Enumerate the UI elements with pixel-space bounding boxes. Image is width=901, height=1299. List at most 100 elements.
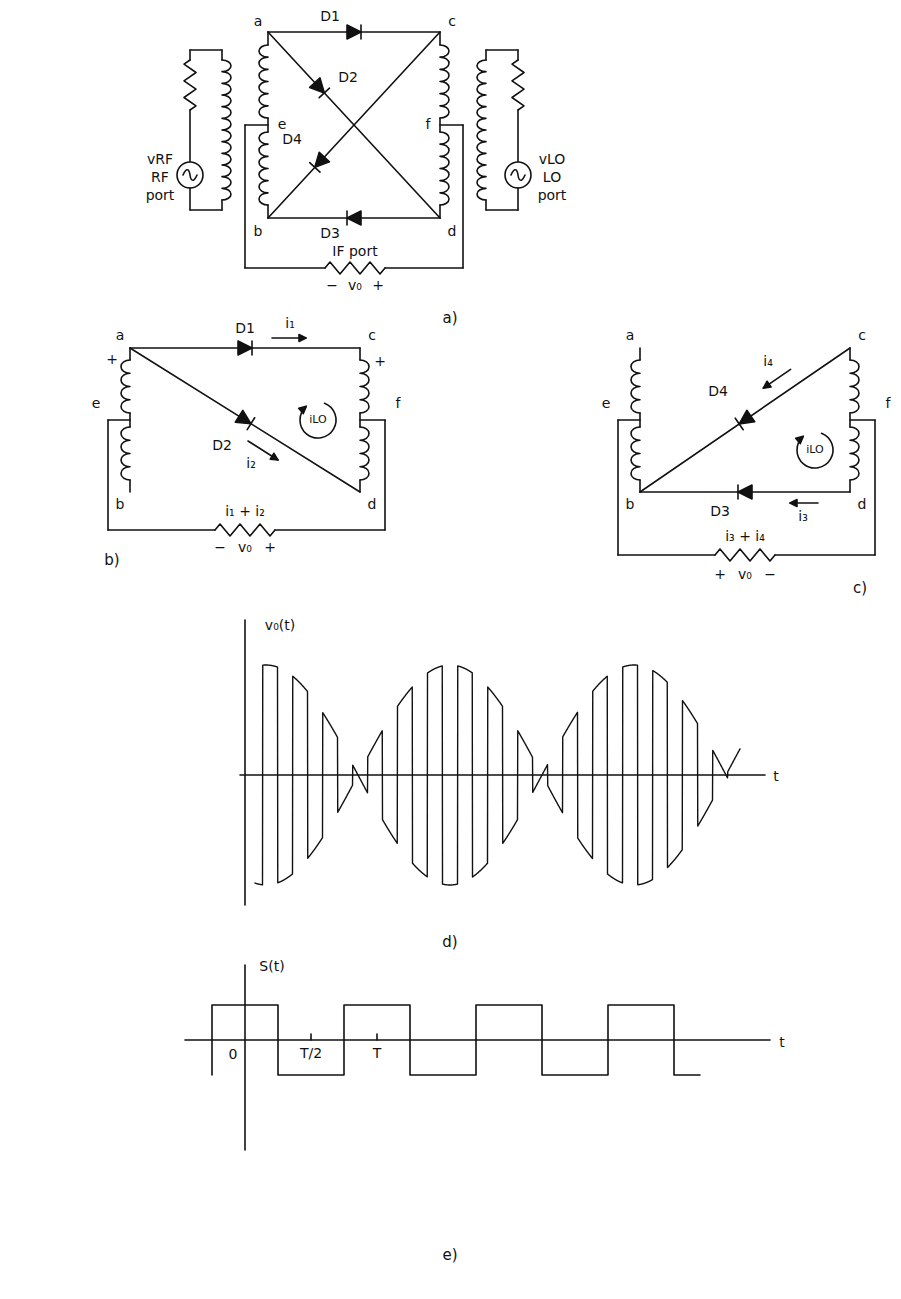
- wire: [190, 209, 222, 211]
- transformer-coil: [850, 427, 859, 480]
- transformer-coil: [440, 132, 449, 205]
- resistor-symbol: [215, 524, 275, 536]
- node-letter: f: [426, 117, 431, 132]
- ac-source-symbol: [177, 162, 203, 188]
- loop-arrowhead: [299, 406, 307, 413]
- node-letter: d: [448, 224, 457, 239]
- wire: [267, 205, 269, 218]
- wire: [849, 480, 851, 492]
- current-arrowhead: [763, 381, 771, 388]
- transformer-coil: [440, 45, 449, 118]
- diode-bar: [360, 25, 362, 39]
- wire: [275, 529, 385, 531]
- wire: [485, 50, 487, 60]
- wire: [617, 420, 619, 555]
- signal-name: v₀: [348, 278, 362, 293]
- diode-bar: [346, 211, 348, 225]
- diode-bar: [735, 418, 743, 430]
- polarity-sign: −: [214, 540, 226, 555]
- diode-bar: [247, 418, 254, 430]
- wire: [486, 49, 518, 51]
- port-label: port: [146, 188, 175, 203]
- polarity-sign: −: [764, 567, 776, 582]
- transformer-coil: [360, 427, 369, 480]
- wire: [639, 348, 641, 360]
- wire: [359, 480, 361, 492]
- node-letter: e: [92, 396, 101, 411]
- resistor-symbol: [715, 549, 775, 561]
- polarity-sign: −: [326, 278, 338, 293]
- wire: [268, 32, 440, 218]
- node-letter: f: [396, 396, 401, 411]
- transformer-coil: [121, 427, 130, 480]
- axis-line: [244, 620, 246, 905]
- diode-bar: [251, 341, 253, 355]
- node-letter: c: [858, 328, 866, 343]
- wire: [462, 125, 464, 268]
- wire: [485, 200, 487, 210]
- current-label: iLO: [309, 414, 326, 426]
- signal-name: vRF: [147, 152, 173, 167]
- wire: [385, 267, 463, 269]
- wire: [221, 50, 223, 60]
- wire: [130, 348, 360, 492]
- tick-label: 0: [229, 1047, 238, 1062]
- polarity-sign: +: [264, 540, 276, 555]
- node-letter: a: [254, 14, 263, 29]
- transformer-coil: [259, 45, 268, 118]
- wire: [221, 200, 223, 210]
- panel-label: a): [442, 310, 457, 327]
- diode-label: D4: [282, 132, 302, 147]
- tick-label: T: [373, 1046, 382, 1061]
- diode-symbol: [347, 211, 361, 225]
- wire: [850, 419, 875, 421]
- current-arrowhead: [790, 500, 797, 507]
- wire: [108, 529, 215, 531]
- diode-symbol: [315, 152, 330, 167]
- axis-label: t: [773, 769, 779, 784]
- wire: [517, 110, 519, 162]
- ac-source-wave: [511, 170, 525, 181]
- ac-source-symbol: [505, 162, 531, 188]
- wire: [618, 554, 715, 556]
- panel-label: e): [442, 1247, 457, 1264]
- diode-label: D1: [320, 9, 340, 24]
- transformer-coil: [631, 427, 640, 480]
- current-label: i₁ + i₂: [225, 504, 265, 519]
- node-letter: b: [116, 497, 125, 512]
- wire: [189, 50, 191, 60]
- wire: [244, 125, 246, 268]
- diode-label: D4: [708, 384, 728, 399]
- signal-name: v₀: [238, 540, 252, 555]
- diode-symbol: [235, 410, 251, 423]
- port-label: port: [538, 188, 567, 203]
- diode-bar: [310, 163, 320, 173]
- diode-symbol: [310, 78, 325, 93]
- diode-bar: [319, 88, 329, 98]
- current-label: i₂: [246, 456, 256, 471]
- wire: [267, 32, 269, 45]
- drawing: [108, 25, 875, 1150]
- wire: [640, 348, 850, 492]
- current-arrow: [763, 369, 790, 388]
- wire: [517, 50, 519, 60]
- diode-label: D1: [235, 321, 255, 336]
- wire: [189, 188, 191, 210]
- tick-mark: [376, 1034, 378, 1040]
- axis-label: S(t): [259, 959, 284, 974]
- current-label: i₁: [285, 316, 295, 331]
- node-letter: c: [448, 14, 456, 29]
- transformer-coil: [360, 360, 369, 413]
- node-letter: d: [368, 497, 377, 512]
- wire: [618, 419, 640, 421]
- panel-label: d): [442, 934, 457, 951]
- polarity-sign: +: [374, 354, 386, 369]
- current-arrowhead: [299, 335, 306, 342]
- wire: [439, 32, 441, 45]
- wire: [108, 419, 130, 421]
- wire: [517, 188, 519, 210]
- diode-label: D2: [338, 70, 358, 85]
- transformer-coil: [477, 60, 486, 200]
- port-label: RF: [151, 170, 169, 185]
